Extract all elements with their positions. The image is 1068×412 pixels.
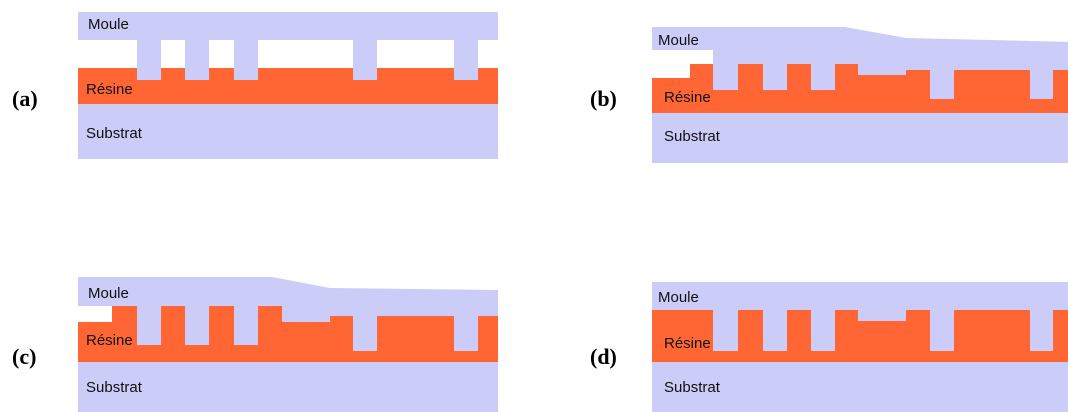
panel-d-mould-label: Moule bbox=[658, 289, 699, 306]
panel-b-substrate-label: Substrat bbox=[664, 128, 721, 145]
panel-d-resin-label: Résine bbox=[664, 335, 711, 352]
panel-c-letter: (c) bbox=[12, 344, 37, 369]
panel-d-letter: (d) bbox=[590, 344, 617, 369]
panel-c-resin-label: Résine bbox=[86, 332, 133, 349]
panel-b-substrate bbox=[652, 113, 1068, 163]
panel-a: Moule Résine Substrat bbox=[78, 12, 498, 159]
panel-c-mould bbox=[78, 277, 498, 351]
panel-b-resin-label: Résine bbox=[664, 89, 711, 106]
panel-b-resin bbox=[652, 64, 1068, 113]
panel-c-substrate-label: Substrat bbox=[86, 379, 143, 396]
panel-a-substrate-label: Substrat bbox=[86, 125, 143, 142]
panel-a-letter: (a) bbox=[12, 86, 38, 111]
panel-b: Moule Résine Substrat bbox=[652, 27, 1068, 163]
panel-d: Moule Résine Substrat bbox=[652, 282, 1068, 412]
panel-c: Moule Résine Substrat bbox=[78, 277, 498, 412]
panel-b-mould bbox=[652, 27, 1068, 99]
panel-a-substrate bbox=[78, 104, 498, 159]
panel-d-substrate-label: Substrat bbox=[664, 379, 721, 396]
panel-c-substrate bbox=[78, 362, 498, 412]
panel-b-mould-label: Moule bbox=[658, 32, 699, 49]
panel-d-substrate bbox=[652, 362, 1068, 412]
panel-c-resin bbox=[78, 306, 498, 362]
panel-b-letter: (b) bbox=[590, 86, 617, 111]
panel-a-resin-label: Résine bbox=[86, 81, 133, 98]
panel-a-mould-label: Moule bbox=[88, 16, 129, 33]
panel-d-mould bbox=[652, 282, 1068, 351]
panel-c-mould-label: Moule bbox=[88, 285, 129, 302]
panel-a-mould bbox=[78, 12, 498, 80]
